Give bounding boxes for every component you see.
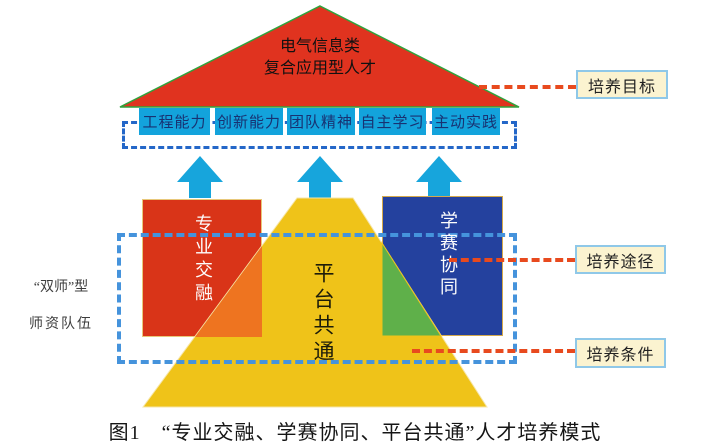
up-arrow-left-icon xyxy=(177,156,223,198)
annotation-approach: 培养途径 xyxy=(575,245,666,274)
roof-triangle xyxy=(119,5,520,108)
leader-dash-target xyxy=(479,85,576,89)
left-note-line1: “双师”型 xyxy=(33,280,89,295)
ability-box-engineering: 工程能力 xyxy=(139,108,210,135)
platform-triangle xyxy=(142,197,488,408)
roof-title-line2: 复合应用型人才 xyxy=(263,60,376,77)
annotation-condition: 培养条件 xyxy=(575,338,666,368)
roof-title: 电气信息类 复合应用型人才 xyxy=(215,36,425,80)
up-arrow-right-icon xyxy=(416,156,462,198)
pillar-left-label: 专业交融 xyxy=(193,214,213,306)
leader-dash-approach xyxy=(449,258,575,262)
leader-dash-condition xyxy=(412,349,575,353)
left-note-line2: 师资队伍 xyxy=(29,317,93,332)
pillar-center-label: 平台共通 xyxy=(311,262,335,366)
double-qualified-teachers-note: “双师”型 师资队伍 xyxy=(8,276,114,333)
figure-caption: 图1 “专业交融、学赛协同、平台共通”人才培养模式 xyxy=(108,422,602,444)
overlap-green-region xyxy=(381,241,442,337)
ability-box-innovation: 创新能力 xyxy=(215,108,283,135)
up-arrow-center-icon xyxy=(297,156,343,198)
overlap-orange-region xyxy=(195,246,262,337)
annotation-condition-label: 培养条件 xyxy=(586,347,655,364)
ability-box-selflearning: 自主学习 xyxy=(359,108,426,135)
ability-box-practice: 主动实践 xyxy=(432,108,500,135)
annotation-target: 培养目标 xyxy=(576,70,668,99)
roof-title-line1: 电气信息类 xyxy=(279,38,360,55)
conditions-dashed-frame xyxy=(117,233,517,364)
annotation-target-label: 培养目标 xyxy=(587,78,656,96)
annotation-approach-label: 培养途径 xyxy=(586,253,655,271)
pillar-right-label: 学赛协同 xyxy=(438,211,458,299)
ability-box-teamwork: 团队精神 xyxy=(287,108,355,135)
